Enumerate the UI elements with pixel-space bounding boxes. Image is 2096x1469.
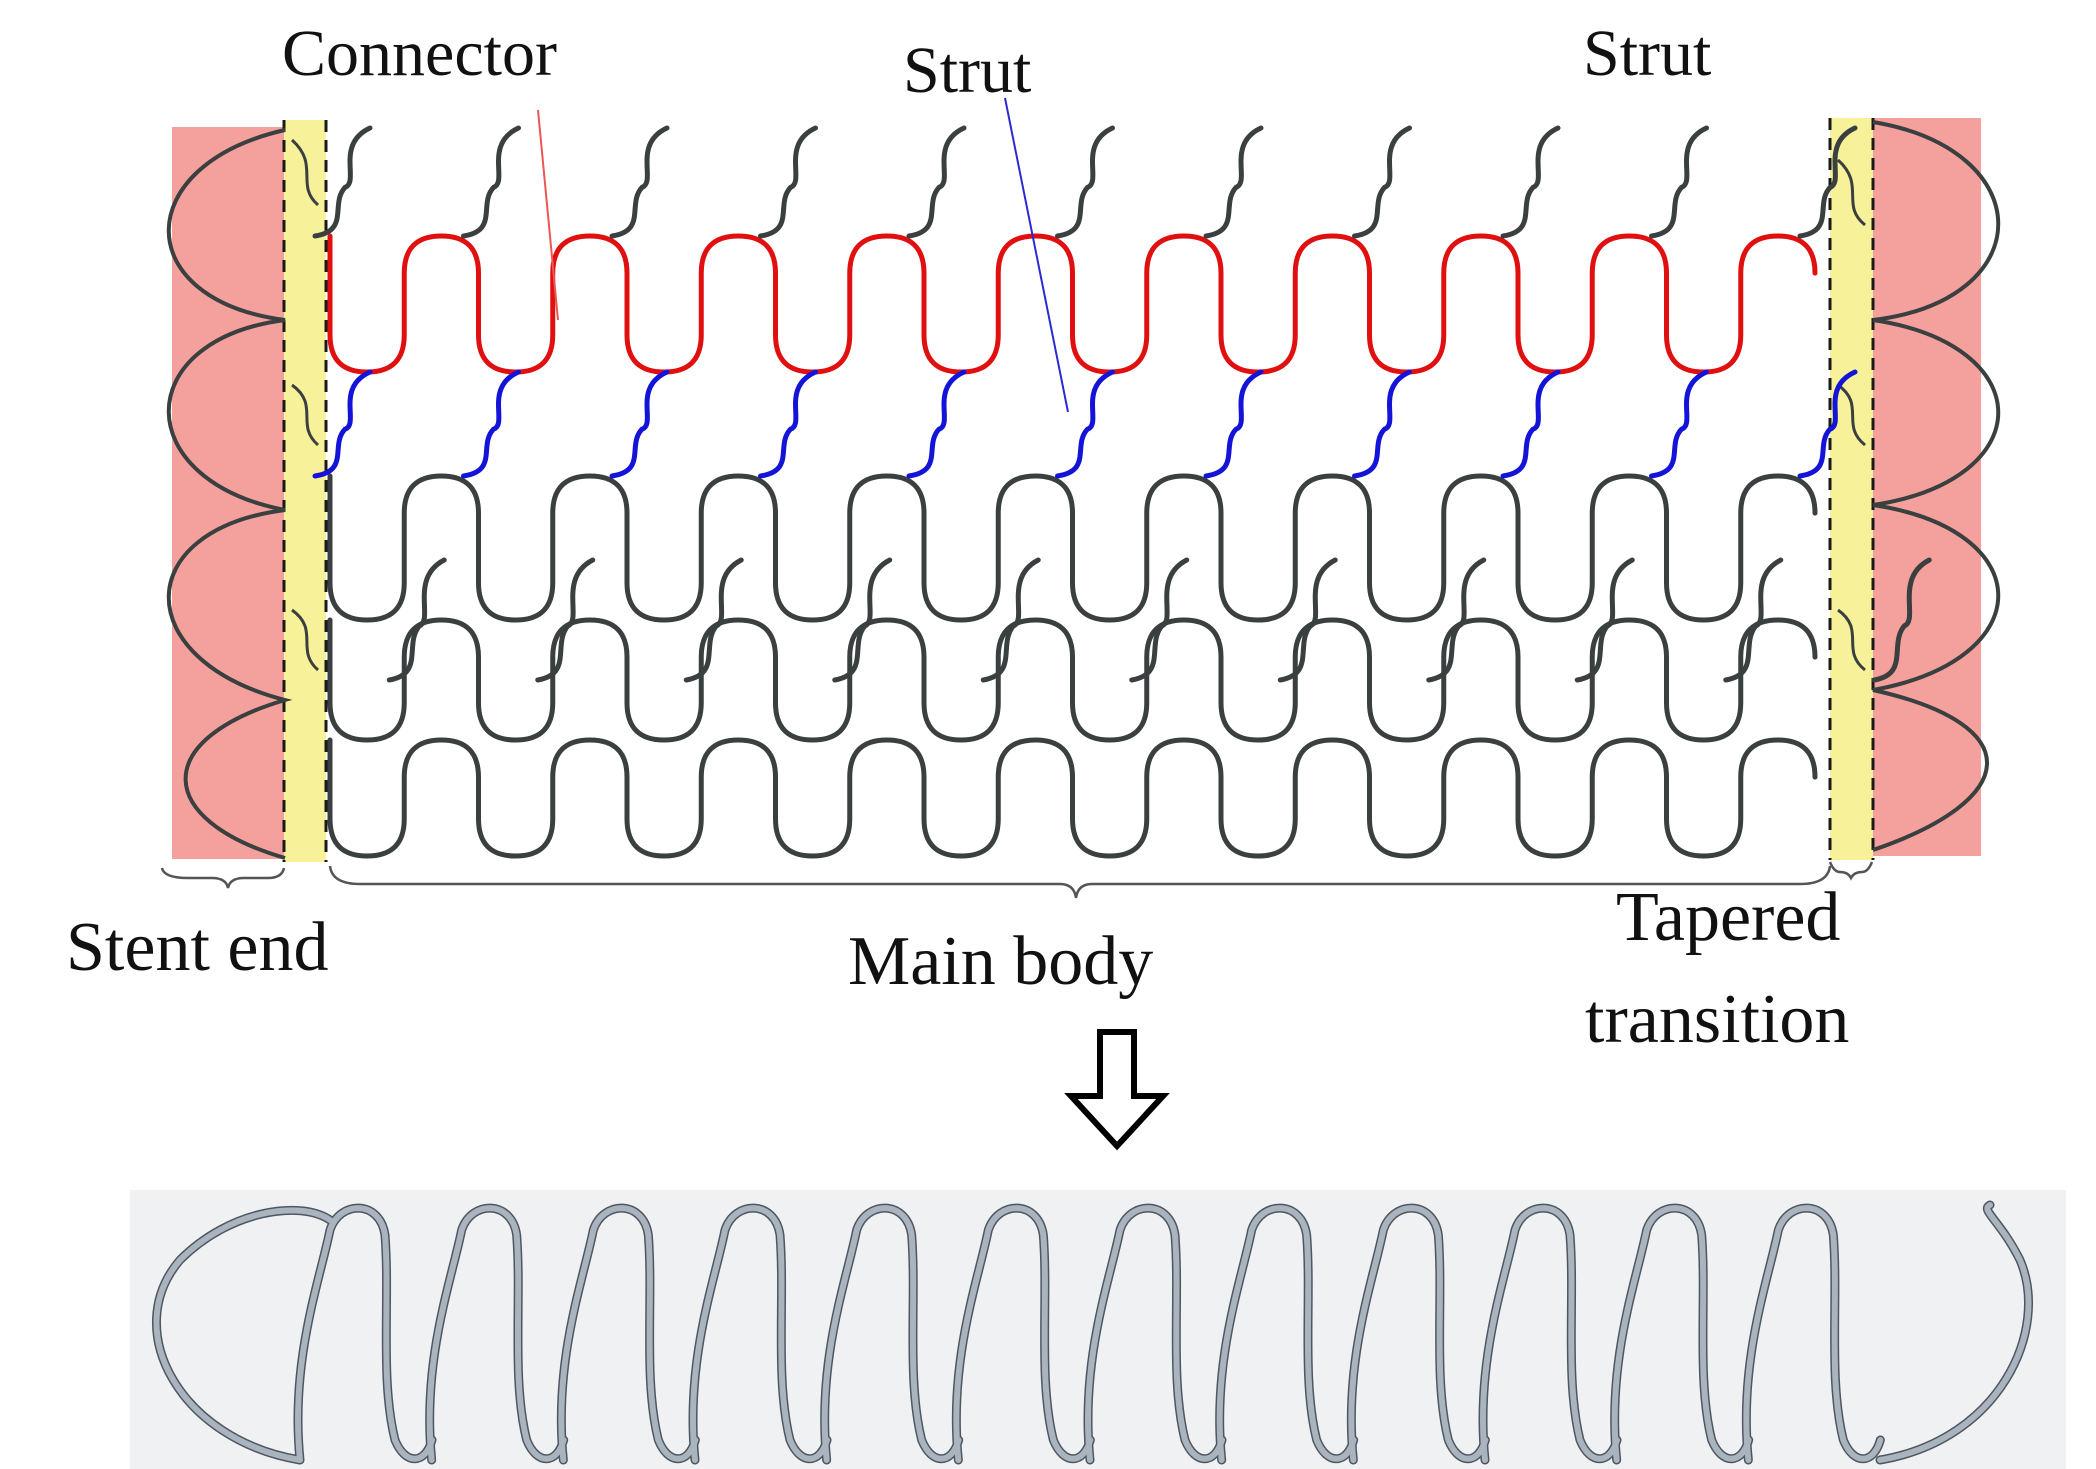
down-arrow-icon: [1064, 1029, 1170, 1151]
top-link: [1055, 125, 1115, 239]
strut-lattice: [312, 125, 1932, 859]
stent-3d-render: [130, 1190, 2066, 1469]
mid-link: [683, 557, 744, 683]
mid-link: [1574, 557, 1635, 683]
tapered-left-band: [284, 120, 326, 862]
top-link: [758, 125, 818, 239]
blue-strut: [1055, 369, 1115, 479]
top-link: [906, 125, 967, 239]
render-struts: [151, 1200, 2033, 1465]
strut-right-label: Strut: [1583, 17, 1711, 90]
top-link: [1500, 125, 1561, 239]
blue-strut: [461, 369, 521, 479]
strut-ring-4: [327, 737, 1818, 859]
strut-leader-line: [1004, 97, 1069, 413]
stent-end-right-band: [1873, 118, 1981, 856]
top-link: [461, 125, 521, 239]
mid-link: [386, 557, 447, 683]
tapered-right-band: [1830, 118, 1873, 860]
strut-ring-2: [327, 473, 1818, 623]
blue-strut: [758, 369, 818, 479]
blue-strut: [1203, 369, 1264, 479]
dashed-boundaries: [282, 118, 1875, 862]
top-link: [1649, 125, 1709, 239]
blue-strut: [1352, 369, 1412, 479]
blue-strut: [312, 369, 373, 479]
mid-link: [832, 557, 893, 683]
top-link: [1352, 125, 1412, 239]
blue-strut: [906, 369, 967, 479]
mid-link: [535, 557, 596, 683]
top-link: [1203, 125, 1264, 239]
mid-link: [1129, 557, 1190, 683]
connector-ring: [327, 233, 1818, 375]
main-body-label: Main body: [848, 923, 1153, 1000]
strut-center-label: Strut: [903, 34, 1031, 107]
top-link: [1797, 125, 1858, 239]
connector-label: Connector: [282, 17, 557, 90]
mid-link: [1277, 557, 1338, 683]
main-body-brace: [328, 865, 1832, 899]
stent-end-brace: [160, 867, 286, 889]
mid-link: [1723, 557, 1784, 683]
tapered-label-line1: Tapered: [1616, 879, 1840, 956]
top-link: [312, 125, 373, 239]
render-highlight: [153, 1202, 2032, 1463]
tapered-label-line2: transition: [1585, 981, 1849, 1058]
blue-strut: [609, 369, 670, 479]
stent-end-waves: [166, 120, 2001, 860]
blue-strut: [1797, 369, 1858, 479]
blue-strut: [1649, 369, 1709, 479]
blue-strut: [1500, 369, 1561, 479]
tapered-brace: [1828, 861, 1874, 881]
mid-link: [980, 557, 1041, 683]
strut-ring-3: [327, 617, 1818, 743]
stent-end-label: Stent end: [66, 909, 328, 986]
tapered-squiggles: [290, 138, 1866, 672]
connector-leader-line: [537, 109, 559, 321]
top-link: [609, 125, 670, 239]
mid-link: [1426, 557, 1487, 683]
braces: [160, 861, 1874, 899]
mid-link: [1871, 557, 1932, 683]
